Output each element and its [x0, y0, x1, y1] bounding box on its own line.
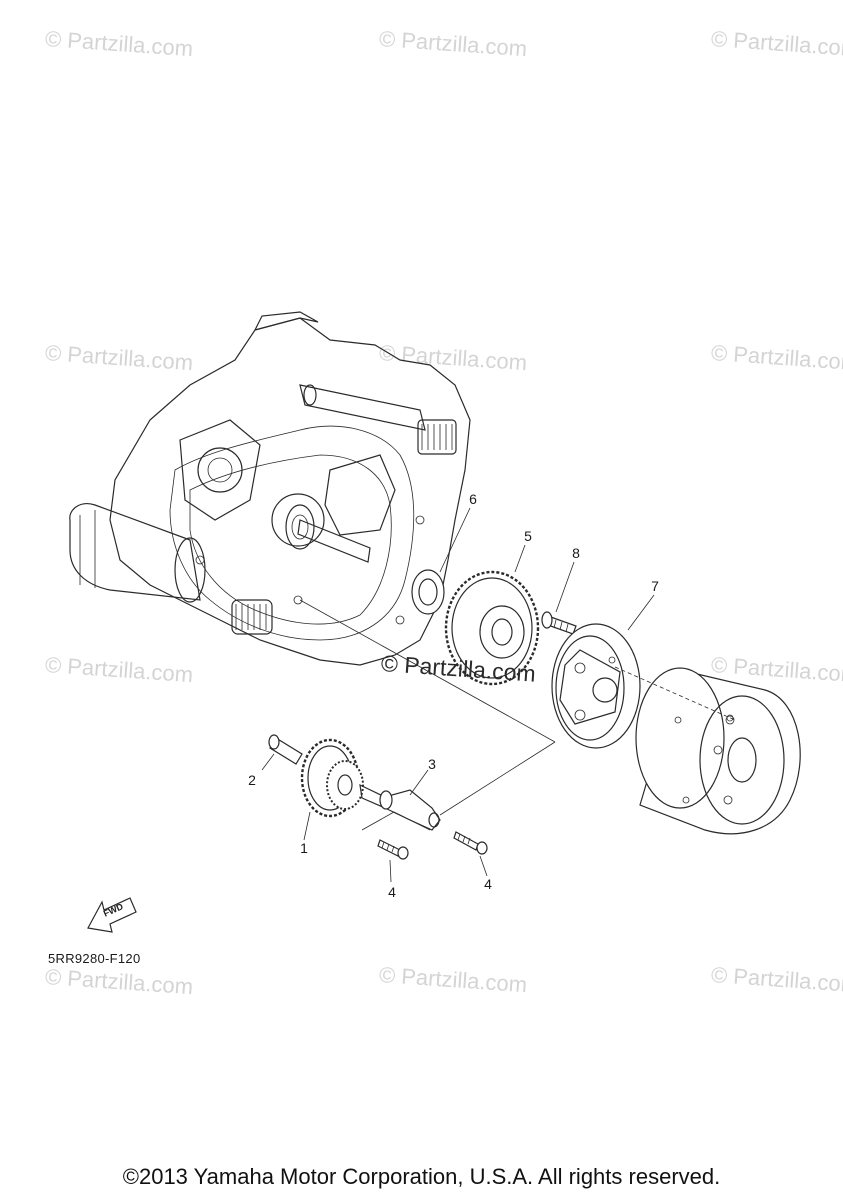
screw-part-4-left — [377, 839, 409, 860]
flywheel-rotor — [635, 667, 801, 835]
callout-4: 4 — [388, 884, 396, 900]
callout-2: 2 — [248, 772, 256, 788]
callout-3: 3 — [428, 756, 436, 772]
callout-1: 1 — [300, 840, 308, 856]
callout-7: 7 — [651, 578, 659, 594]
fwd-arrow-icon — [87, 897, 137, 933]
copyright-footer: ©2013 Yamaha Motor Corporation, U.S.A. A… — [122, 1164, 721, 1189]
leader-line — [299, 599, 556, 743]
diagram-reference-code: 5RR9280-F120 — [48, 951, 141, 966]
bolt-part-8 — [541, 611, 577, 635]
screw-part-4-right — [453, 831, 488, 855]
alignment-line — [614, 666, 736, 721]
callout-leaders — [261, 507, 655, 883]
dowel-pin-part-2 — [268, 734, 303, 765]
callout-8: 8 — [572, 545, 580, 561]
shaft-plate-part-3 — [359, 741, 556, 831]
callout-6: 6 — [469, 491, 477, 507]
callout-4: 4 — [484, 876, 492, 892]
leader-line — [361, 811, 431, 831]
crankcase-illustration — [69, 311, 471, 666]
callout-5: 5 — [524, 528, 532, 544]
starter-clutch-part-7 — [551, 623, 641, 749]
idler-gear-part-1 — [300, 738, 364, 818]
gear-part-5 — [444, 570, 540, 686]
oil-seal-part-6 — [411, 569, 445, 615]
